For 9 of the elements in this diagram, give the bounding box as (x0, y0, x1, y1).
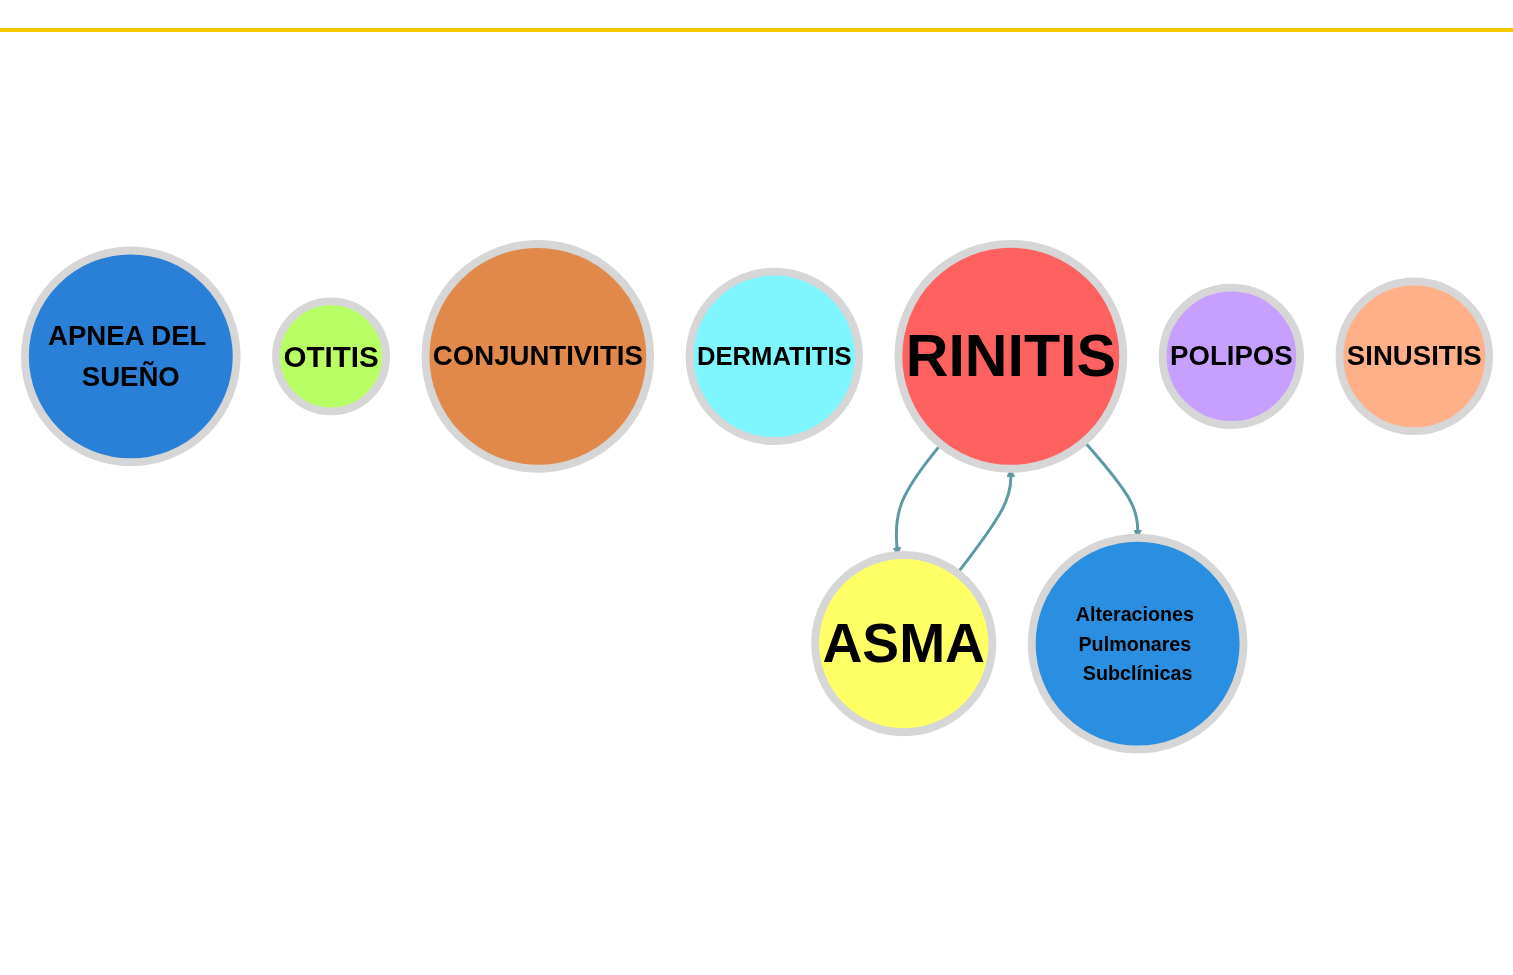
node-circle: APNEA DEL SUEÑO (20, 246, 241, 467)
node-circle: OTITIS (271, 297, 390, 416)
node-circle: ASMA (810, 551, 996, 737)
node-circle: POLIPOS (1158, 284, 1304, 430)
node-circle: RINITIS (893, 240, 1127, 474)
node-circle: CONJUNTIVITIS (421, 240, 654, 473)
node-circle: SINUSITIS (1335, 277, 1493, 436)
node-circle: Alteraciones Pulmonares Subclínicas (1027, 534, 1247, 754)
node-circle: DERMATITIS (685, 268, 863, 446)
